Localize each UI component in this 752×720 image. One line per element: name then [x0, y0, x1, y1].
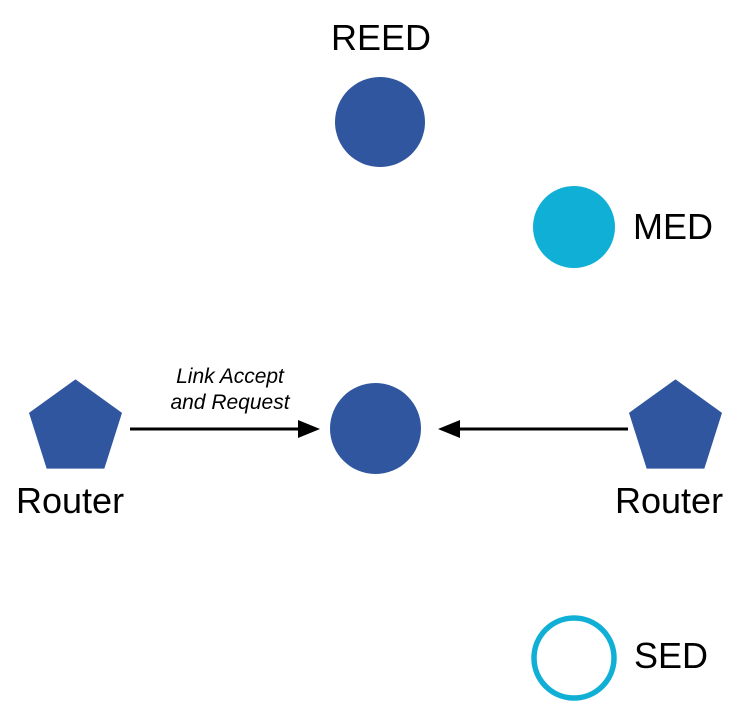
node-med-label: MED: [633, 206, 713, 247]
node-router-right-label: Router: [615, 480, 724, 521]
node-router-left-pentagon[interactable]: [29, 378, 122, 470]
node-med-circle[interactable]: [533, 186, 615, 268]
edge-router-right-to-leader[interactable]: [438, 418, 628, 440]
edge-label-line-1: Link Accept: [176, 365, 284, 388]
node-sed-label: SED: [634, 635, 709, 676]
node-reed-circle[interactable]: [335, 77, 425, 167]
edge-label-line-2: and Request: [170, 391, 290, 414]
node-router-right-pentagon[interactable]: [629, 378, 722, 470]
node-reed-label: REED: [331, 17, 432, 58]
edge-router-left-to-leader[interactable]: [130, 418, 325, 440]
node-router-left-label: Router: [16, 480, 125, 521]
node-sed-circle[interactable]: [531, 615, 617, 701]
node-leader-circle[interactable]: [330, 383, 421, 474]
edge-router-left-to-leader-label: Link Accept and Request: [150, 364, 310, 416]
